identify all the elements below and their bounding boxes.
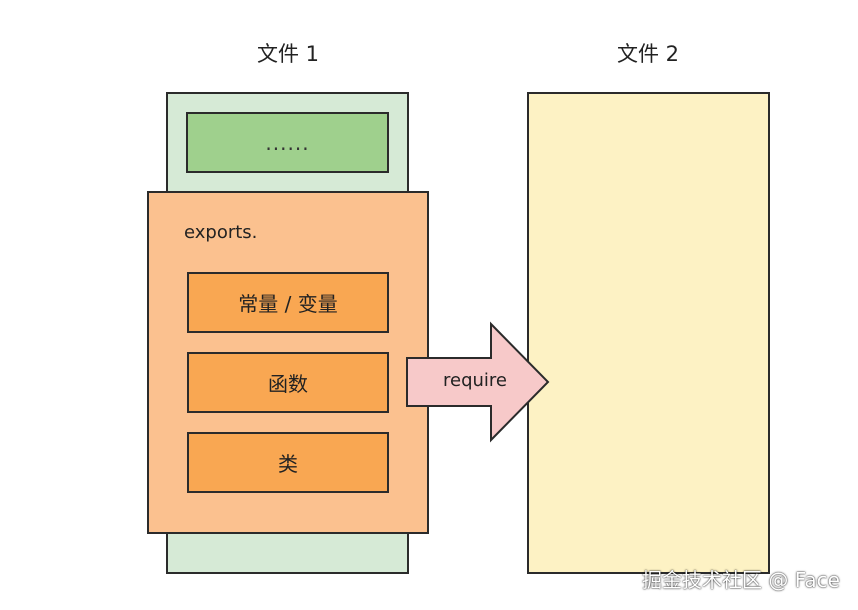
export-item-functions: 函数	[187, 352, 389, 413]
require-label: require	[443, 370, 507, 391]
export-item-constants-variables: 常量 / 变量	[187, 272, 389, 333]
exports-label: exports.	[184, 222, 258, 243]
export-item-classes: 类	[187, 432, 389, 493]
watermark: 掘金技术社区 @ Face	[642, 568, 840, 592]
file2-title: 文件 2	[616, 42, 680, 66]
file1-private-content-box: ......	[186, 112, 389, 173]
file1-title: 文件 1	[256, 42, 320, 66]
file2-container	[527, 92, 770, 574]
require-arrow-icon	[406, 321, 550, 443]
